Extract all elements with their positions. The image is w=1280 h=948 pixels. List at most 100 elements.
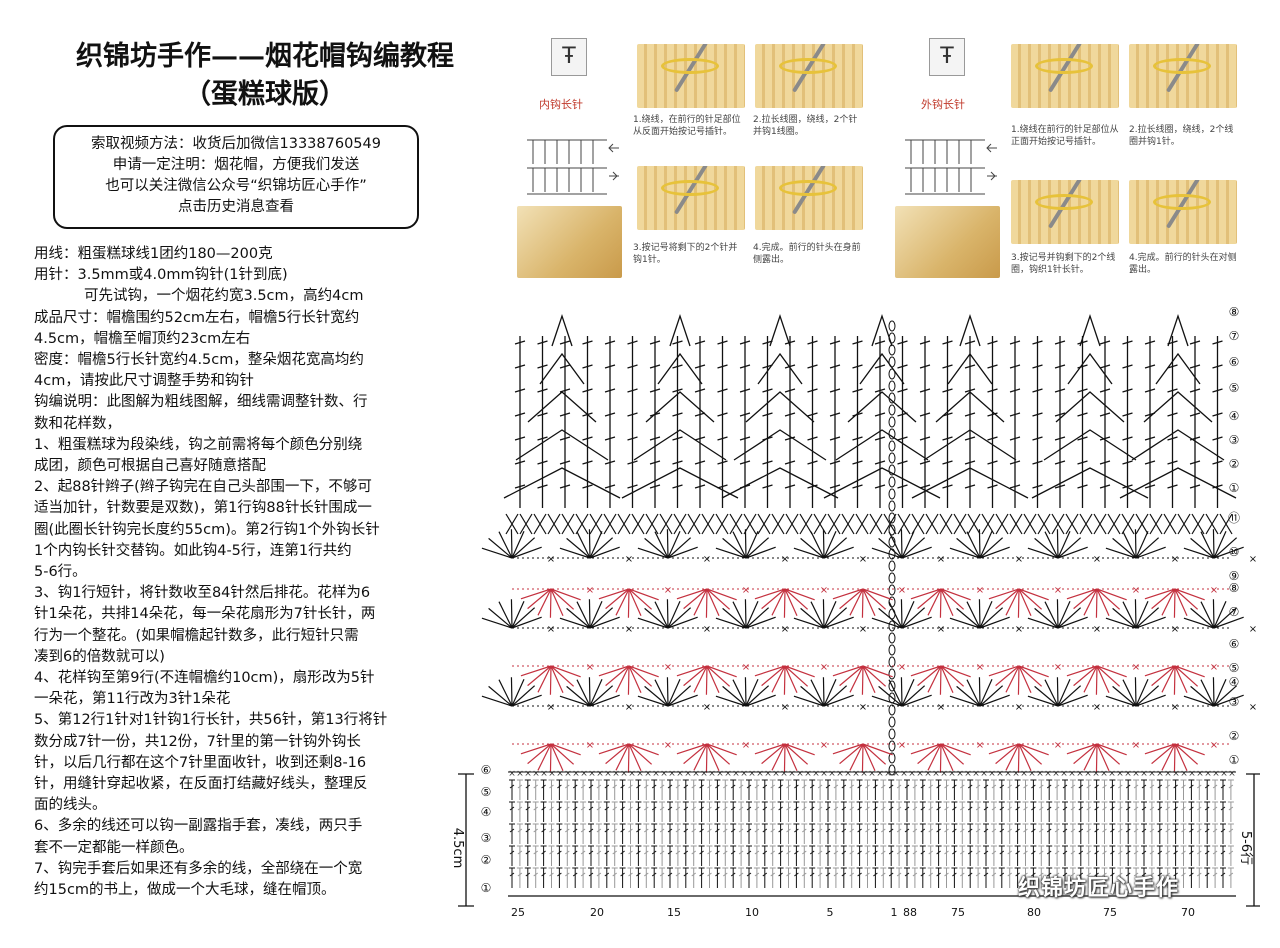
stitch-count-label: 15 bbox=[667, 906, 681, 919]
stitch-count-label: 70 bbox=[1181, 906, 1195, 919]
fan-treble bbox=[667, 616, 698, 629]
brim-treble bbox=[532, 845, 539, 866]
treble-crossbar bbox=[964, 484, 976, 489]
brim-treble bbox=[777, 779, 784, 800]
decrease-peak bbox=[923, 429, 1017, 461]
treble-crossbar bbox=[537, 460, 548, 465]
brim-treble bbox=[1204, 867, 1211, 888]
fan-treble bbox=[761, 588, 786, 610]
treble-crossbar bbox=[1077, 364, 1088, 369]
treble-crossbar bbox=[1054, 436, 1066, 441]
brim-treble bbox=[532, 823, 539, 844]
treble-crossbar bbox=[1167, 388, 1178, 393]
step-photo-1 bbox=[1011, 44, 1119, 108]
brim-treble bbox=[714, 823, 721, 844]
brim-treble bbox=[1022, 823, 1029, 844]
treble-crossbar bbox=[694, 460, 706, 465]
brim-treble bbox=[595, 867, 602, 888]
fan-treble bbox=[1213, 694, 1244, 707]
brim-treble bbox=[730, 801, 737, 822]
brim-treble bbox=[935, 801, 942, 822]
brim-treble bbox=[919, 867, 926, 888]
brim-treble bbox=[943, 823, 950, 844]
chain-stitch bbox=[888, 416, 896, 428]
sc-mark: × bbox=[859, 554, 867, 565]
instr-line: 可先试钩，一个烟花约宽3.5cm，高约4cm bbox=[84, 288, 364, 305]
fan-treble bbox=[862, 588, 893, 601]
brim-treble bbox=[1204, 845, 1211, 866]
treble-crossbar bbox=[807, 412, 818, 417]
brim-treble bbox=[856, 801, 863, 822]
fan-treble bbox=[693, 665, 708, 693]
brim-treble bbox=[564, 801, 571, 822]
treble-band-row bbox=[505, 513, 1233, 535]
fan-treble bbox=[1134, 599, 1137, 629]
fan-treble bbox=[1151, 665, 1176, 687]
treble-crossbar bbox=[1099, 364, 1111, 369]
fan-treble bbox=[810, 601, 825, 629]
fan-treble bbox=[956, 537, 981, 559]
treble-crossbar bbox=[919, 436, 931, 441]
instr-line: 1、粗蛋糕球为段染线，钩之前需将每个颜色分别绕 bbox=[34, 436, 363, 453]
fan-treble bbox=[800, 607, 825, 629]
crossed-stitch bbox=[995, 513, 1009, 535]
treble-crossbar bbox=[852, 460, 863, 465]
treble-crossbar bbox=[627, 412, 638, 417]
brim-treble bbox=[785, 867, 792, 888]
fan-treble bbox=[761, 743, 786, 765]
decrease-peak bbox=[959, 313, 981, 347]
fan-treble bbox=[966, 531, 981, 559]
brim-treble bbox=[1141, 867, 1147, 888]
brim-treble bbox=[651, 845, 658, 866]
treble-crossbar bbox=[604, 388, 616, 393]
treble-crossbar bbox=[672, 340, 683, 345]
sc-mark: × bbox=[948, 769, 956, 779]
fan-treble bbox=[628, 743, 642, 771]
fan-treble bbox=[979, 694, 1010, 707]
crossed-stitch bbox=[1093, 513, 1107, 535]
fan-treble bbox=[1144, 588, 1176, 600]
brim-treble bbox=[651, 867, 658, 888]
fan-treble bbox=[566, 537, 591, 559]
fan-treble bbox=[1134, 677, 1137, 707]
sc-mark: × bbox=[700, 769, 708, 779]
fan-treble bbox=[510, 529, 513, 559]
fan-treble bbox=[940, 665, 954, 693]
brim-treble bbox=[1172, 779, 1179, 800]
brim-treble bbox=[959, 779, 966, 800]
fan-treble bbox=[1057, 531, 1071, 559]
brim-treble bbox=[659, 823, 666, 844]
brim-treble bbox=[635, 867, 642, 888]
treble-crossbar bbox=[604, 412, 616, 417]
brim-treble bbox=[888, 867, 895, 888]
brim-treble bbox=[1141, 845, 1147, 866]
brim-treble bbox=[990, 779, 997, 800]
brim-treble bbox=[1227, 823, 1234, 844]
brim-treble bbox=[880, 801, 887, 822]
fan-treble bbox=[1057, 601, 1071, 629]
brim-treble bbox=[1204, 801, 1211, 822]
sc-mark: × bbox=[1093, 702, 1101, 713]
brim-treble bbox=[951, 867, 958, 888]
brim-treble bbox=[556, 801, 563, 822]
fan-treble bbox=[901, 616, 932, 629]
sc-mark: × bbox=[676, 769, 684, 779]
treble-crossbar bbox=[1077, 460, 1088, 465]
treble-crossbar bbox=[1077, 412, 1088, 417]
treble-crossbar bbox=[964, 412, 976, 417]
treble-crossbar bbox=[672, 436, 683, 441]
sc-mark: × bbox=[1015, 624, 1023, 635]
fan-treble bbox=[537, 665, 552, 693]
brim-treble bbox=[840, 823, 847, 844]
treble-crossbar bbox=[514, 436, 526, 441]
treble-crossbar bbox=[1009, 436, 1021, 441]
brim-treble bbox=[1227, 867, 1234, 888]
fan-treble bbox=[888, 531, 903, 559]
brim-treble bbox=[769, 779, 776, 800]
brim-treble bbox=[1014, 823, 1021, 844]
chain-stitch bbox=[888, 464, 896, 476]
treble-crossbar bbox=[762, 412, 773, 417]
brim-treble bbox=[603, 845, 610, 866]
treble-crossbar bbox=[1122, 412, 1133, 417]
brim-treble bbox=[975, 801, 982, 822]
